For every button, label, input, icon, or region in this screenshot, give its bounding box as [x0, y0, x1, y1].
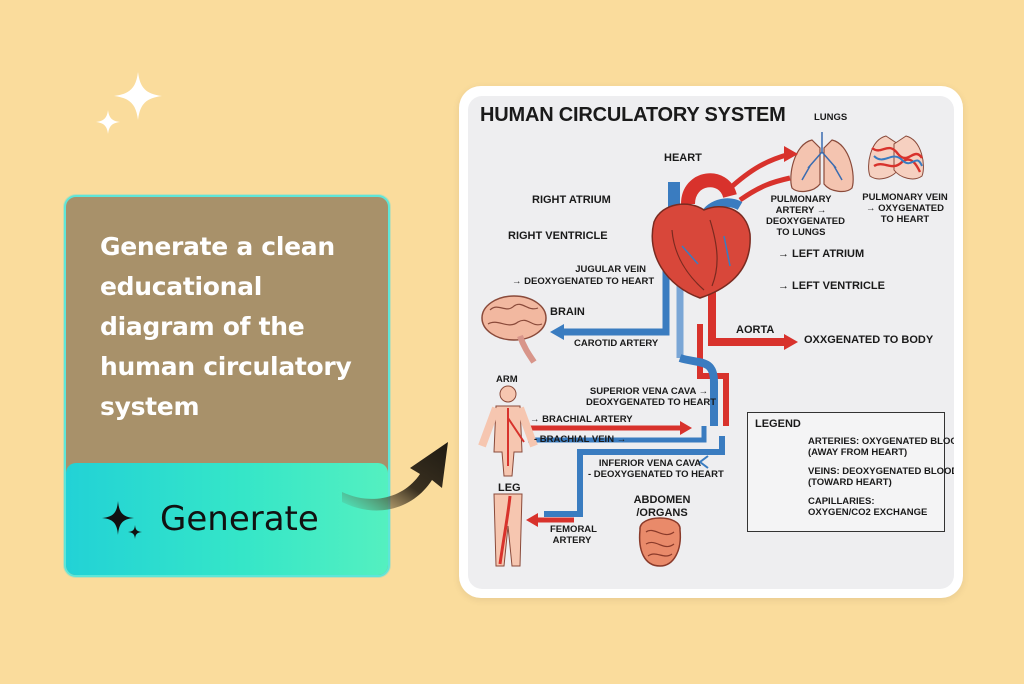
heart-illustration [651, 173, 751, 299]
label-oxygenated-to-body: OXXGENATED TO BODY [804, 334, 934, 346]
label-superior-vena-cava: SUPERIOR VENA CAVA → DEOXYGENATED TO HEA… [586, 386, 717, 408]
label-right-atrium: RIGHT ATRIUM [532, 194, 611, 206]
legend-capillaries: CAPILLARIES: OXYGEN/CO2 EXCHANGE [808, 496, 928, 518]
curved-arrow-icon [342, 442, 448, 511]
legend-arteries: ARTERIES: OXYGENATED BLOOD (AWAY FROM HE… [808, 436, 954, 458]
label-carotid-artery: CAROTID ARTERY [574, 338, 659, 349]
circulatory-diagram: HUMAN CIRCULATORY SYSTEM LUNGS HEART RIG… [468, 96, 954, 589]
pulmonary-vein-illustration [868, 135, 924, 180]
brain-illustration [481, 295, 547, 364]
diagram-title: HUMAN CIRCULATORY SYSTEM [480, 104, 786, 126]
lungs-illustration [790, 132, 854, 193]
sparkles-icon [96, 72, 162, 134]
legend-box [747, 412, 945, 532]
label-left-ventricle: → LEFT VENTRICLE [778, 280, 885, 292]
label-femoral-artery: FEMORAL ARTERY [550, 524, 597, 546]
label-heart: HEART [664, 152, 702, 164]
label-jugular-vein-desc: → DEOXYGENATED TO HEART [512, 276, 655, 287]
label-leg: LEG [498, 482, 521, 494]
label-arm: ARM [496, 374, 518, 385]
generate-button[interactable]: Generate [66, 463, 388, 575]
label-jugular-vein: JUGULAR VEIN [575, 264, 646, 275]
label-lungs: LUNGS [814, 112, 848, 123]
generate-button-label: Generate [160, 499, 319, 539]
label-pulmonary-vein: PULMONARY VEIN → OXYGENATED TO HEART [862, 192, 948, 225]
prompt-card: Generate a clean educational diagram of … [64, 195, 390, 577]
intestines-illustration [638, 517, 682, 567]
label-left-atrium: → LEFT ATRIUM [778, 248, 865, 260]
sparkle-icon [102, 501, 142, 539]
label-aorta: AORTA [736, 324, 775, 336]
arm-illustration [478, 385, 538, 477]
label-brachial-artery: → BRACHIAL ARTERY [530, 414, 633, 425]
leg-illustration [493, 493, 523, 567]
legend-veins: VEINS: DEOXYGENATED BLOOD (TOWARD HEART) [808, 466, 954, 488]
label-inferior-vena-cava: INFERIOR VENA CAVA - DEOXYGENATED TO HEA… [588, 458, 724, 480]
label-brachial-vein: - BRACHIAL VEIN → [534, 434, 627, 445]
prompt-text: Generate a clean educational diagram of … [100, 232, 352, 421]
label-brain: BRAIN [550, 306, 585, 318]
label-abdomen-organs: ABDOMEN /ORGANS [633, 494, 691, 519]
label-pulmonary-artery: PULMONARY ARTERY → DEOXYGENATED TO LUNGS [766, 194, 846, 238]
label-right-ventricle: RIGHT VENTRICLE [508, 230, 608, 242]
legend-title: LEGEND [755, 418, 801, 430]
